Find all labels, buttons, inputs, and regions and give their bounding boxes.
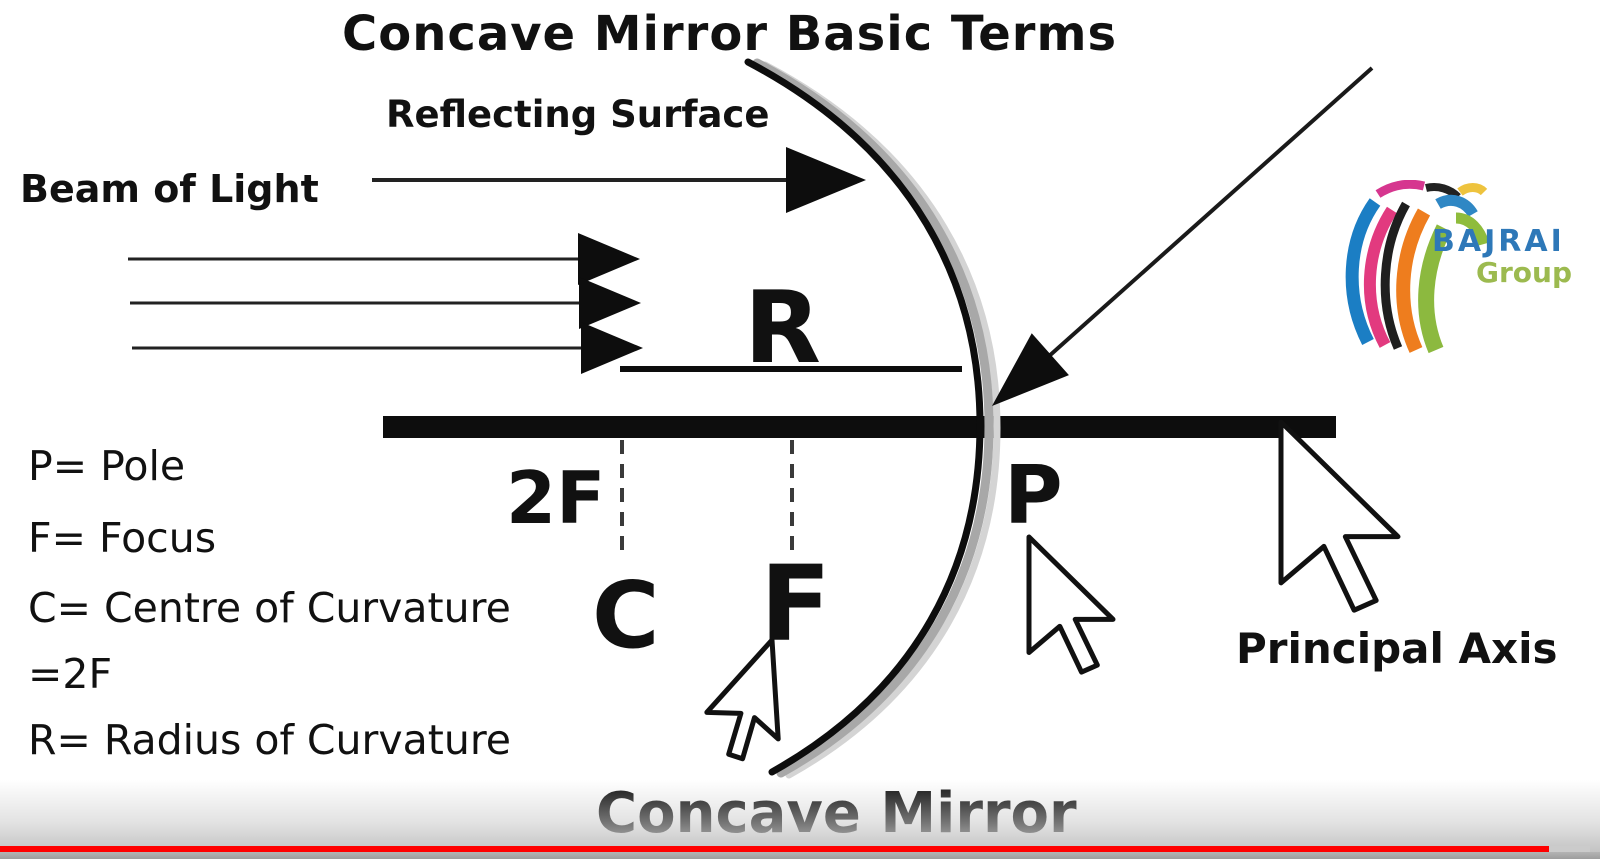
definition-focus: F= Focus <box>28 514 217 562</box>
definition-centre: C= Centre of Curvature <box>28 584 511 632</box>
player-bottom-scrim <box>0 780 1600 852</box>
logo-stripe <box>1457 183 1488 196</box>
focus-symbol: F <box>760 543 832 665</box>
logo-stripe <box>1435 194 1478 218</box>
logo-stripe <box>1345 198 1381 345</box>
mirror-face <box>744 58 984 776</box>
mirror-backing-inner <box>752 58 994 778</box>
principal-axis-label: Principal Axis <box>1236 624 1558 673</box>
logo-stripe <box>1375 179 1426 198</box>
beam-arrowheads <box>578 233 643 374</box>
bajrai-group-logo: BAJRAI Group <box>1340 179 1590 360</box>
logo-name: BAJRAI <box>1432 224 1565 259</box>
reflecting-surface-label: Reflecting Surface <box>386 93 770 136</box>
video-progress-bar[interactable] <box>0 846 1600 852</box>
arrowhead-icon <box>992 333 1069 406</box>
definition-2f: =2F <box>28 650 113 698</box>
centre-symbol: C <box>592 562 660 669</box>
arrowhead-icon <box>579 277 641 329</box>
concave-mirror-arc <box>744 58 1001 779</box>
logo-stripe <box>1418 224 1452 354</box>
logo-globe-icon <box>1345 179 1490 354</box>
beam-of-light-label: Beam of Light <box>20 167 319 211</box>
pole-symbol: P <box>1004 449 1063 542</box>
radius-symbol: R <box>744 269 822 386</box>
definition-radius: R= Radius of Curvature <box>28 716 512 764</box>
incident-ray-line <box>1046 66 1374 359</box>
logo-stripe <box>1363 206 1398 348</box>
logo-stripe <box>1455 212 1490 246</box>
page-title: Concave Mirror Basic Terms <box>342 6 1118 62</box>
player-bottom-strip <box>0 852 1600 859</box>
arrowhead-icon <box>581 322 643 374</box>
logo-stripe <box>1396 208 1431 353</box>
cursors <box>696 422 1398 772</box>
cursor-icon-principal-axis <box>1281 422 1398 610</box>
two-f-symbol: 2F <box>506 456 606 540</box>
cursor-icon-pole <box>1029 537 1113 672</box>
logo-stripe <box>1380 201 1410 350</box>
arrowhead-icon <box>578 233 640 285</box>
definition-pole: P= Pole <box>28 442 186 490</box>
dashed-guides <box>620 440 794 558</box>
logo-stripe <box>1425 183 1461 200</box>
video-progress-buffer <box>1549 846 1590 852</box>
arrowhead-icon <box>786 147 866 213</box>
logo-subtitle: Group <box>1476 256 1573 289</box>
principal-axis-line <box>383 416 1336 438</box>
video-progress-fill <box>0 846 1549 852</box>
beam-rays <box>128 257 581 350</box>
cursor-icon-focus <box>696 640 825 772</box>
